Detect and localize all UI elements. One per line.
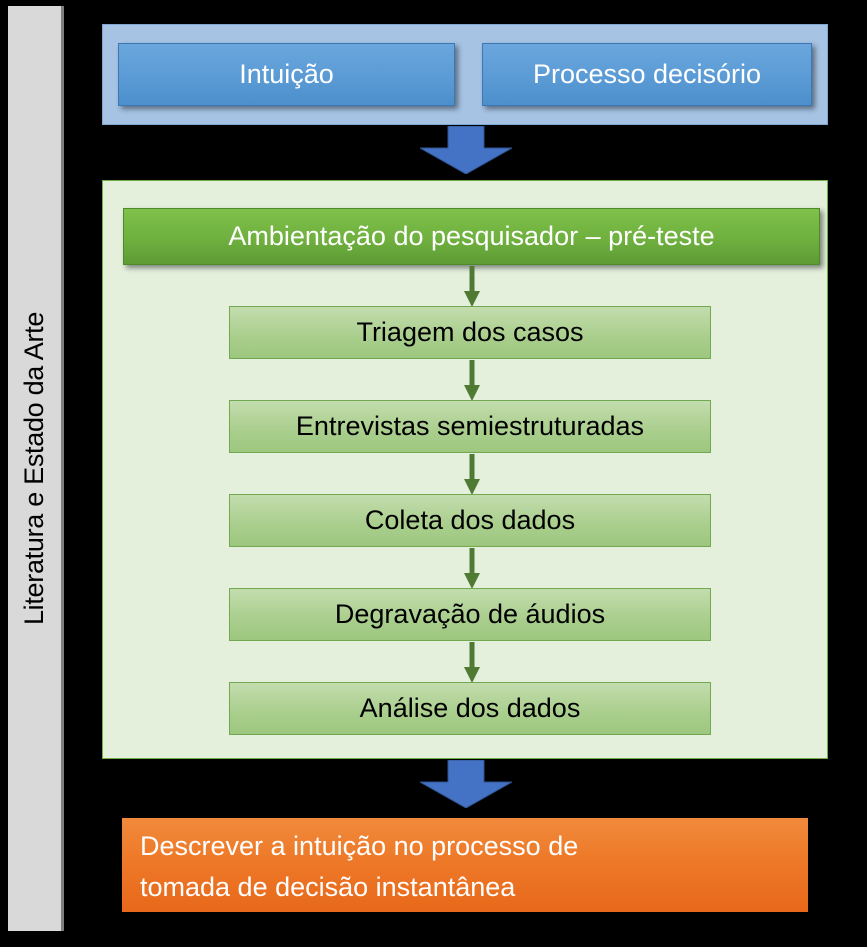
arrow-down-icon-4 — [463, 548, 481, 589]
process-title-box: Ambientação do pesquisador – pré-teste — [123, 208, 820, 265]
block-arrow-down-icon-top — [420, 126, 512, 174]
category-band-literature: Literatura e Estado da Arte — [8, 6, 64, 931]
process-step-coleta: Coleta dos dados — [229, 494, 711, 547]
input-box-processo-decisorio-label: Processo decisório — [532, 59, 762, 89]
input-box-intuicao-label: Intuição — [239, 59, 334, 89]
process-step-coleta-label: Coleta dos dados — [364, 505, 576, 535]
input-box-processo-decisorio: Processo decisório — [482, 43, 812, 106]
process-step-entrevistas-label: Entrevistas semiestruturadas — [295, 411, 645, 441]
process-step-degravacao-label: Degravação de áudios — [334, 599, 606, 629]
process-title-label: Ambientação do pesquisador – pré-teste — [228, 221, 715, 251]
process-step-analise-label: Análise dos dados — [359, 693, 581, 723]
process-step-triagem-label: Triagem dos casos — [356, 317, 584, 347]
arrow-down-icon-5 — [463, 642, 481, 683]
outcome-box: Descrever a intuição no processo de toma… — [122, 818, 808, 912]
input-box-intuicao: Intuição — [118, 43, 455, 106]
block-arrow-down-icon-bottom — [420, 760, 512, 808]
process-step-degravacao: Degravação de áudios — [229, 588, 711, 641]
process-container: Ambientação do pesquisador – pré-teste T… — [102, 180, 828, 759]
outcome-line-1: Descrever a intuição no processo de — [140, 831, 579, 861]
process-step-entrevistas: Entrevistas semiestruturadas — [229, 400, 711, 453]
process-step-triagem: Triagem dos casos — [229, 306, 711, 359]
arrow-down-icon-3 — [463, 454, 481, 495]
process-step-analise: Análise dos dados — [229, 682, 711, 735]
arrow-down-icon-1 — [463, 266, 481, 307]
arrow-down-icon-2 — [463, 360, 481, 401]
outcome-line-2: tomada de decisão instantânea — [140, 872, 516, 902]
category-band-label: Literatura e Estado da Arte — [19, 311, 50, 626]
inputs-container: Intuição Processo decisório — [102, 24, 828, 125]
